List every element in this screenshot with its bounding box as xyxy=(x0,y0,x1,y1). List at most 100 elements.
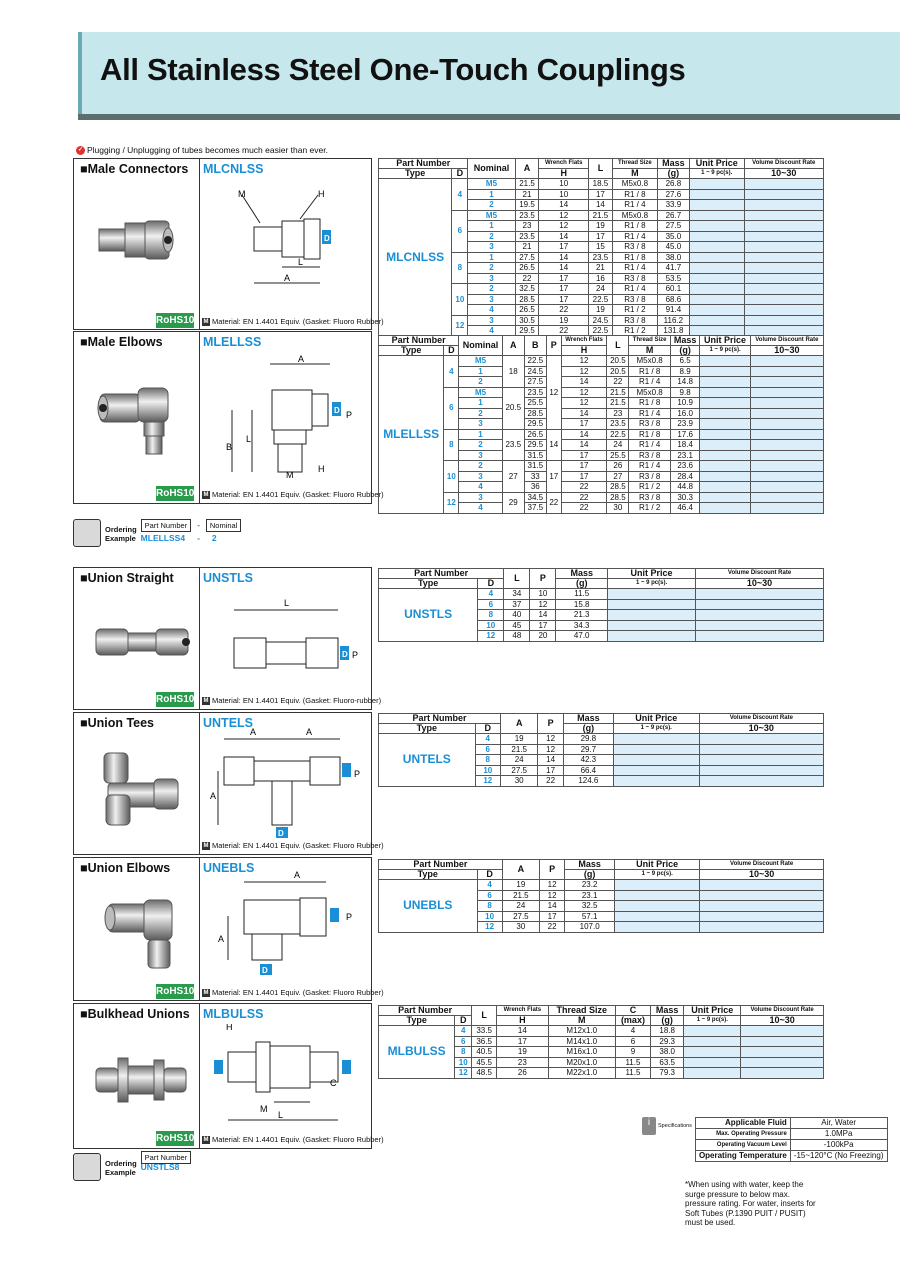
table-cell: 79.3 xyxy=(650,1067,685,1079)
section-title: ■Union Elbows xyxy=(80,861,171,875)
table-cell: M5x0.8 xyxy=(611,178,658,190)
table-cell: D xyxy=(476,869,503,880)
table-cell: 24.5 xyxy=(587,314,613,326)
svg-text:L: L xyxy=(298,257,303,267)
table-cell xyxy=(743,314,825,326)
table-cell: 12 xyxy=(560,386,608,398)
table-cell: 3 xyxy=(467,314,516,326)
table-cell: R1 / 4 xyxy=(628,439,671,451)
table-cell xyxy=(740,1025,824,1037)
table-cell: 24.5 xyxy=(523,365,547,377)
table-cell xyxy=(699,889,824,901)
table-cell: 27.6 xyxy=(656,188,690,200)
male-connector-photo xyxy=(98,220,174,260)
table-cell: M20x1.0 xyxy=(547,1056,616,1068)
table-cell: (max) xyxy=(614,1015,652,1026)
table-cell: 14 xyxy=(538,199,589,211)
table-cell xyxy=(699,418,751,430)
table-cell xyxy=(612,764,700,776)
table-cell: R1 / 4 xyxy=(628,376,671,388)
table-cell: D xyxy=(477,578,505,589)
table-cell xyxy=(612,733,700,745)
table-cell xyxy=(606,609,697,621)
table-cell: 60.1 xyxy=(656,283,690,295)
table-cell: 1 ~ 9 pc(s). xyxy=(699,345,751,356)
table-cell: 15.8 xyxy=(555,598,608,610)
table-cell xyxy=(743,178,825,190)
table-cell: Mass xyxy=(562,713,614,724)
table-cell: 19.5 xyxy=(514,199,540,211)
table-cell: 44.8 xyxy=(669,481,701,493)
table-cell: 19 xyxy=(538,314,589,326)
table-cell: 8 xyxy=(454,1046,473,1058)
section-code: MLELLSS xyxy=(203,335,262,349)
pointer-icon: ✓ xyxy=(76,145,85,155)
table-cell: 19 xyxy=(499,733,539,745)
table-cell: Mass xyxy=(555,568,608,579)
section-code: UNEBLS xyxy=(203,861,255,875)
table-cell: M xyxy=(611,168,658,179)
table-cell xyxy=(743,220,825,232)
table-cell: 17 xyxy=(496,1035,549,1047)
table-cell: 14 xyxy=(496,1025,549,1037)
table-cell: 3 xyxy=(458,449,503,461)
table-cell: 26 xyxy=(496,1067,549,1079)
header-band xyxy=(78,32,900,114)
union-straight-drawing: LPD xyxy=(233,598,358,669)
table-cell: Volume Discount Rate xyxy=(698,713,825,724)
table-cell: 28.5 xyxy=(523,407,547,419)
table-cell: 15 xyxy=(587,241,613,253)
table-cell: Wrench Flats xyxy=(538,158,589,169)
table-cell: R1 / 8 xyxy=(611,188,658,200)
table-cell xyxy=(699,386,751,398)
table-cell xyxy=(688,251,745,263)
table-cell: 4 xyxy=(458,502,503,514)
table-cell: 27.5 xyxy=(499,764,539,776)
table-cell: M5 xyxy=(458,386,503,398)
section-title: ■Bulkhead Unions xyxy=(80,1007,190,1021)
table-cell: M xyxy=(628,345,671,356)
table-cell: P xyxy=(545,335,562,356)
table-cell xyxy=(683,1046,742,1058)
table-cell: Air, Water xyxy=(789,1117,888,1129)
table-cell xyxy=(614,910,701,922)
table-cell xyxy=(749,407,825,419)
table-cell: 3 xyxy=(458,418,503,430)
table-cell: 6 xyxy=(614,1035,652,1047)
table-cell: (g) xyxy=(562,723,614,734)
svg-text:D: D xyxy=(324,234,330,243)
table-cell xyxy=(740,1046,824,1058)
table-cell: 10~30 xyxy=(699,869,824,880)
table-cell xyxy=(699,470,751,482)
table-cell: 14 xyxy=(538,900,566,912)
table-cell: Wrench Flats xyxy=(496,1005,549,1016)
table-cell: Type xyxy=(377,345,445,356)
table-cell xyxy=(606,619,697,631)
table-cell xyxy=(743,241,825,253)
section-title: ■Male Connectors xyxy=(80,162,189,176)
table-cell: 27.5 xyxy=(501,910,541,922)
table-cell: 26.7 xyxy=(656,209,690,221)
table-cell: MLCNLSS xyxy=(377,178,453,337)
table-cell: 45.5 xyxy=(471,1056,498,1068)
table-cell xyxy=(699,355,751,367)
table-cell xyxy=(699,921,824,933)
table-cell: 10 xyxy=(477,619,505,631)
table-cell: 23 xyxy=(606,407,630,419)
table-cell: 3 xyxy=(467,272,516,284)
table-cell: 22 xyxy=(514,272,540,284)
